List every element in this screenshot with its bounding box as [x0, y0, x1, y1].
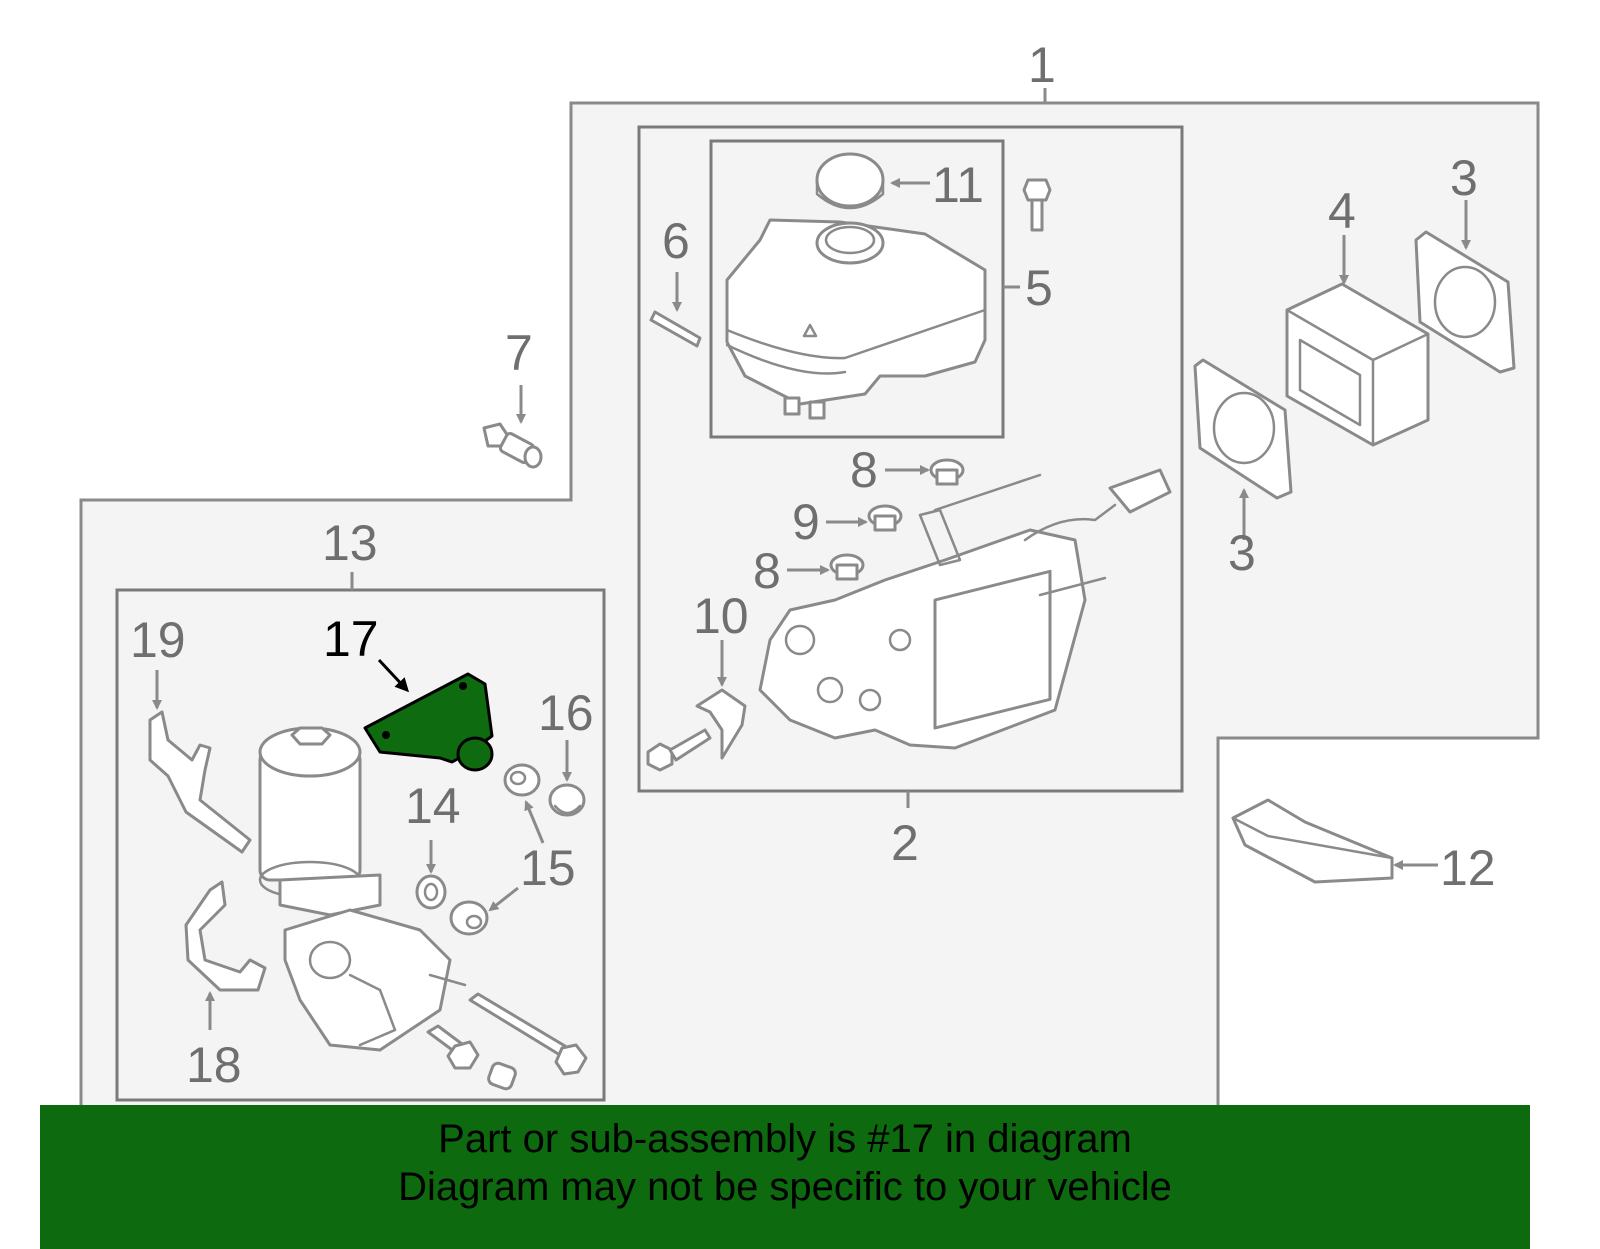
grommet-9: [867, 504, 903, 532]
grommet-8-bottom: [829, 553, 865, 581]
long-bolt: [468, 992, 588, 1076]
callout-2: 2: [891, 815, 919, 871]
callout-17: 17: [323, 611, 379, 667]
plate-12: [1231, 798, 1394, 884]
callout-9: 9: [792, 494, 820, 550]
master-cylinder: [758, 468, 1172, 750]
gasket-3-right: [1414, 230, 1516, 374]
bracket-17-highlighted: [363, 672, 494, 772]
reservoir-bolt: [1022, 178, 1052, 232]
callout-6: 6: [662, 213, 690, 269]
reservoir: [725, 218, 987, 420]
reservoir-box: [709, 139, 1005, 439]
pin: [649, 310, 702, 348]
master-cylinder-box: [637, 125, 1184, 793]
callout-10: 10: [693, 588, 749, 644]
callout-8-top: 8: [850, 442, 878, 498]
callout-7: 7: [505, 325, 533, 381]
callout-13: 13: [322, 515, 378, 571]
hose-18: [184, 880, 267, 992]
gasket-3-left: [1193, 358, 1293, 500]
grommet-8-top: [929, 458, 965, 486]
callout-14: 14: [405, 778, 461, 834]
short-bolt: [426, 1024, 480, 1070]
banner-line-1: Part or sub-assembly is #17 in diagram: [438, 1117, 1132, 1161]
callout-16: 16: [538, 685, 594, 741]
callout-18: 18: [186, 1037, 242, 1093]
banner-line-2: Diagram may not be specific to your vehi…: [398, 1165, 1172, 1209]
housing-4: [1285, 282, 1430, 447]
callout-8-bottom: 8: [753, 543, 781, 599]
reservoir-cap: [815, 152, 885, 210]
pump-motor: [258, 726, 467, 1052]
info-banner: Part or sub-assembly is #17 in diagram D…: [40, 1105, 1530, 1249]
bracket-10: [695, 688, 747, 760]
callout-1: 1: [1028, 37, 1056, 93]
bushing-15-bottom: [449, 900, 489, 936]
callout-5: 5: [1025, 260, 1053, 316]
pipe-19: [148, 710, 252, 854]
callout-11: 11: [932, 157, 984, 213]
bolt-10: [646, 728, 712, 772]
callout-4: 4: [1328, 183, 1356, 239]
callout-19: 19: [130, 612, 186, 668]
callout-3-top: 3: [1450, 150, 1478, 206]
callout-15: 15: [520, 840, 576, 896]
bolt-7: [482, 422, 543, 469]
bushing-16: [548, 783, 586, 817]
washer-14: [415, 874, 447, 910]
collar: [487, 1061, 517, 1091]
callout-12: 12: [1440, 840, 1496, 896]
pump-assembly-box: [115, 588, 606, 1102]
callout-3-bottom: 3: [1228, 525, 1256, 581]
bushing-15-top: [503, 763, 541, 797]
